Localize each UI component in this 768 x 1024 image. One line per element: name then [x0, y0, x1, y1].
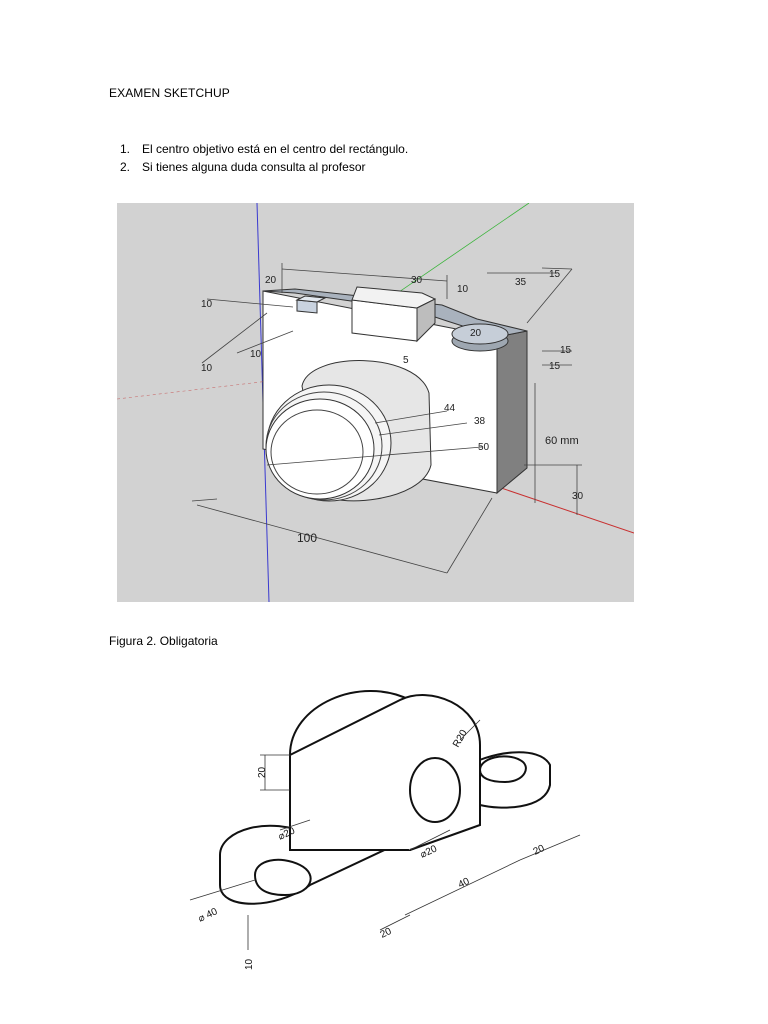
- dim-100: 100: [297, 531, 317, 545]
- dim-15-c: 15: [549, 361, 561, 372]
- instruction-text: Si tienes alguna duda consulta al profes…: [142, 160, 366, 174]
- dim-50: 50: [478, 442, 490, 453]
- instruction-number: 1.: [120, 142, 131, 156]
- dim-30: 30: [411, 275, 423, 286]
- dim-20-height: 20: [257, 766, 268, 778]
- dim-20-top: 20: [265, 275, 277, 286]
- camera-model-figure: 20 30 10 35 15 10 20 15 15 10 10 5 44 38…: [117, 203, 634, 602]
- dim-44: 44: [444, 403, 456, 414]
- instruction-item: 1. El centro objetivo está en el centro …: [120, 140, 408, 158]
- dim-10-d: 10: [250, 349, 262, 360]
- dim-20-bottom: 20: [379, 926, 394, 941]
- dim-phi40: ⌀ 40: [197, 906, 220, 925]
- dim-15-b: 15: [560, 345, 572, 356]
- dim-35: 35: [515, 277, 527, 288]
- dim-60mm: 60 mm: [545, 435, 579, 447]
- dim-38: 38: [474, 416, 486, 427]
- exam-title: EXAMEN SKETCHUP: [109, 86, 230, 100]
- dim-15-a: 15: [549, 269, 561, 280]
- dim-30-bottom: 30: [572, 491, 584, 502]
- instruction-number: 2.: [120, 160, 131, 174]
- dim-5: 5: [403, 355, 409, 366]
- dim-40: 40: [457, 876, 472, 891]
- instruction-item: 2. Si tienes alguna duda consulta al pro…: [120, 158, 408, 176]
- dim-10-a: 10: [457, 284, 469, 295]
- dim-10-b: 10: [201, 299, 213, 310]
- dim-20-dial: 20: [470, 328, 482, 339]
- dim-10-c: 10: [201, 363, 213, 374]
- figure-2-caption: Figura 2. Obligatoria: [109, 634, 218, 648]
- dim-20-right: 20: [532, 843, 547, 858]
- dim-10-thickness: 10: [244, 958, 255, 970]
- bracket-drawing-figure: 20 R20 ⌀20 ⌀20 ⌀ 40 40 20 20 10: [189, 690, 581, 970]
- instruction-text: El centro objetivo está en el centro del…: [142, 142, 409, 156]
- instruction-list: 1. El centro objetivo está en el centro …: [120, 140, 408, 176]
